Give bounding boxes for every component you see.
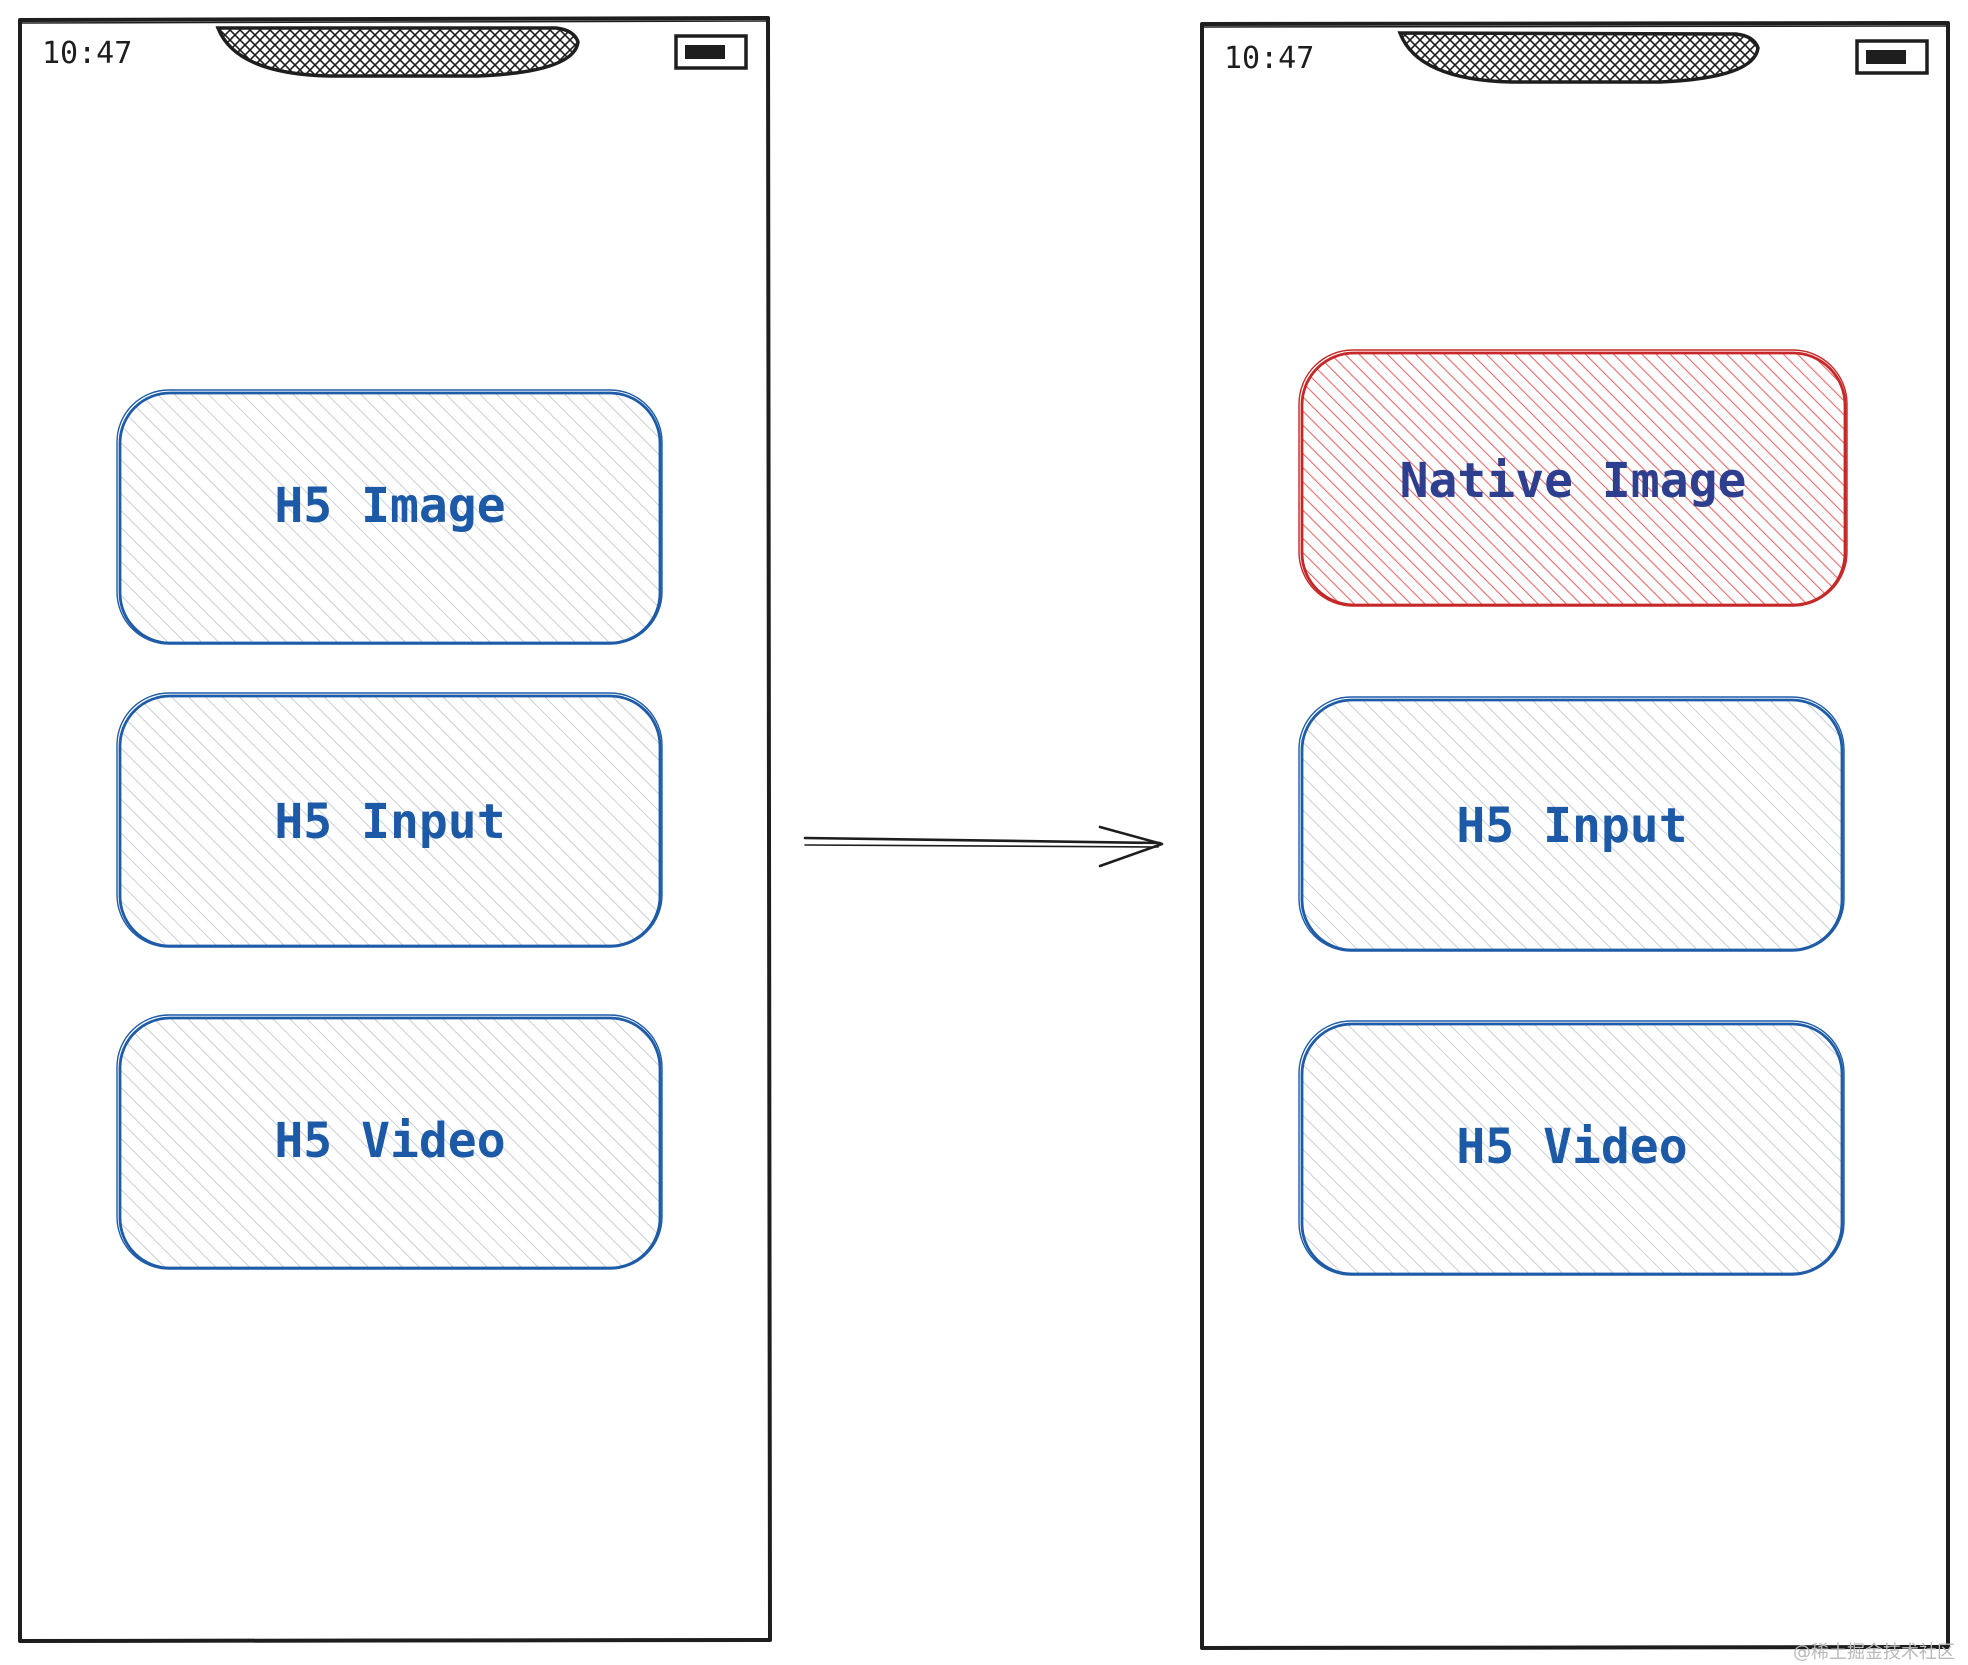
- left-box-2: H5 Input: [116, 692, 663, 948]
- right-box-3-label: H5 Video: [1456, 1119, 1687, 1175]
- right-phone: 10:47 Native Image H5 Input H5 Video: [1200, 21, 1950, 1650]
- arrow-right-icon: [803, 825, 1164, 868]
- right-box-3: H5 Video: [1298, 1020, 1845, 1276]
- left-phone: 10:47 H5 Image H5 Input H5 Video: [18, 16, 772, 1643]
- right-box-1-label: Native Image: [1400, 453, 1747, 509]
- right-box-2: H5 Input: [1298, 696, 1845, 952]
- right-box-1-native: Native Image: [1298, 349, 1848, 607]
- left-box-1-label: H5 Image: [274, 478, 505, 534]
- left-box-3: H5 Video: [116, 1014, 663, 1270]
- left-box-1: H5 Image: [116, 389, 663, 645]
- left-battery-icon: [674, 34, 748, 70]
- left-status-time: 10:47: [42, 36, 132, 71]
- left-notch: [215, 26, 580, 78]
- left-phone-frame: [18, 16, 772, 1643]
- right-battery-icon: [1855, 39, 1929, 75]
- right-phone-frame: [1200, 21, 1950, 1650]
- watermark: @稀土掘金技术社区: [1793, 1642, 1955, 1663]
- right-status-time: 10:47: [1224, 41, 1314, 76]
- right-box-2-label: H5 Input: [1456, 798, 1687, 854]
- left-box-3-label: H5 Video: [274, 1113, 505, 1169]
- right-notch: [1397, 31, 1760, 84]
- left-box-2-label: H5 Input: [274, 794, 505, 850]
